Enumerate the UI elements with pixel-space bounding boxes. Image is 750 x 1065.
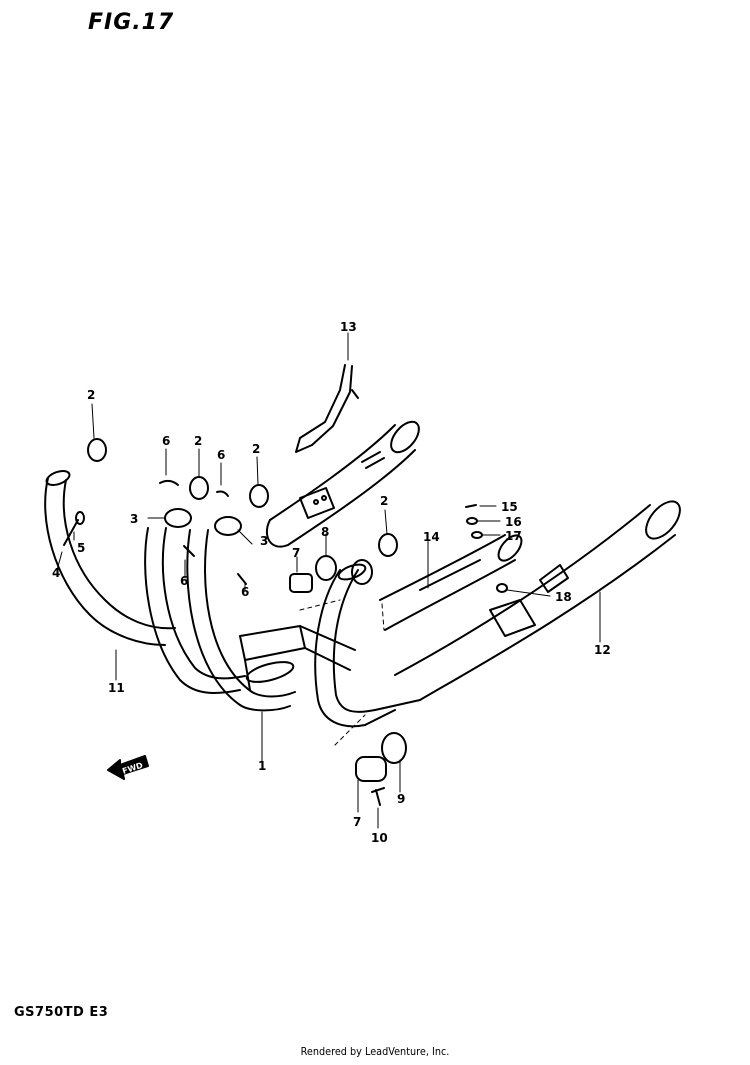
callout-6: 6 xyxy=(241,585,249,599)
washer-5 xyxy=(75,511,85,525)
callout-17: 17 xyxy=(505,529,522,543)
gasket-2c xyxy=(249,484,269,508)
callout-9: 9 xyxy=(397,792,405,806)
callout-16: 16 xyxy=(505,515,522,529)
flange-3b xyxy=(214,516,242,536)
washer-16 xyxy=(466,517,478,525)
clamp-8b xyxy=(351,559,373,585)
exhaust-pipe-11 xyxy=(44,470,176,646)
callout-1: 1 xyxy=(258,759,266,773)
callout-6: 6 xyxy=(217,448,225,462)
callout-labels: 13 2 6 2 6 2 2 3 3 5 4 6 6 7 8 14 15 16 … xyxy=(52,320,611,845)
exhaust-pipe-1 xyxy=(144,527,356,712)
clamp-8 xyxy=(315,555,337,581)
retainer-6b xyxy=(216,490,229,497)
muffler-14 xyxy=(379,534,523,631)
figure-title: FIG.17 xyxy=(88,10,175,35)
callout-11: 11 xyxy=(108,681,125,695)
bracket-13 xyxy=(295,364,359,453)
retainer-6c xyxy=(183,545,195,557)
callout-18: 18 xyxy=(555,590,572,604)
gasket-2a xyxy=(87,438,107,462)
callout-2: 2 xyxy=(194,434,202,448)
callout-10: 10 xyxy=(371,831,388,845)
callout-13: 13 xyxy=(340,320,357,334)
leader-lines xyxy=(56,332,601,829)
callout-12: 12 xyxy=(594,643,611,657)
callout-8: 8 xyxy=(321,525,329,539)
retainer-6a xyxy=(159,479,179,486)
callout-5: 5 xyxy=(77,541,85,555)
callout-3: 3 xyxy=(260,534,268,548)
callout-14: 14 xyxy=(423,530,440,544)
bolt-4 xyxy=(63,519,79,546)
washer-17 xyxy=(471,531,483,539)
connector-7b xyxy=(355,756,387,782)
bolt-15 xyxy=(465,504,477,508)
connector-7a xyxy=(289,573,313,593)
callout-2: 2 xyxy=(87,388,95,402)
exhaust-pipe-right xyxy=(314,563,421,728)
callout-7: 7 xyxy=(292,546,300,560)
footer-credit: Rendered by LeadVenture, Inc. xyxy=(300,1045,450,1058)
nut-18 xyxy=(496,583,508,593)
bolt-10 xyxy=(371,787,385,806)
muffler-12 xyxy=(394,500,681,701)
callout-6: 6 xyxy=(180,574,188,588)
callout-2: 2 xyxy=(252,442,260,456)
gasket-2b xyxy=(189,476,209,500)
model-code: GS750TD E3 xyxy=(14,1005,109,1020)
clamp-9 xyxy=(381,732,407,764)
gasket-2d xyxy=(378,533,398,557)
callout-6: 6 xyxy=(162,434,170,448)
flange-3a xyxy=(164,508,192,528)
muffler-upper-left xyxy=(265,420,420,548)
callout-7: 7 xyxy=(353,815,361,829)
callout-2: 2 xyxy=(380,494,388,508)
fwd-arrow xyxy=(107,755,149,780)
callout-4: 4 xyxy=(52,566,60,580)
callout-3: 3 xyxy=(130,512,138,526)
callout-15: 15 xyxy=(501,500,518,514)
construction-lines xyxy=(299,599,385,746)
